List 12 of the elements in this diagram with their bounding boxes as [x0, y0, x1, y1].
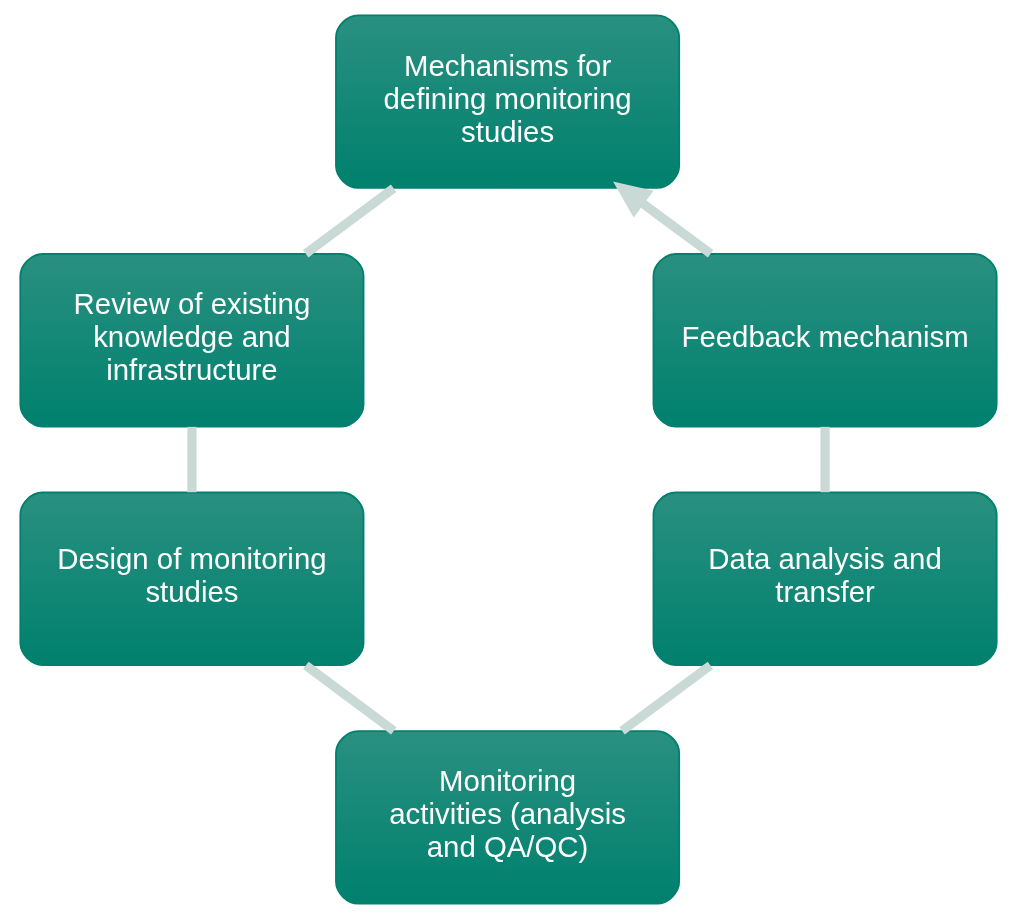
connector: [820, 426, 830, 493]
node-box: Review of existing knowledge and infrastructure: [19, 253, 365, 428]
connector: [302, 184, 397, 258]
node-box: Data analysis and transfer: [652, 491, 998, 666]
node-box: Feedback mechanism: [652, 253, 998, 428]
connector: [187, 426, 197, 493]
connector: [303, 661, 397, 735]
node-box: Mechanisms for defining monitoring studies: [335, 14, 681, 189]
node-box: Monitoring activities (analysis and QA/QC): [335, 730, 681, 905]
node-box: Design of monitoring studies: [19, 491, 365, 666]
connector: [619, 661, 714, 735]
arrow: [613, 181, 714, 258]
